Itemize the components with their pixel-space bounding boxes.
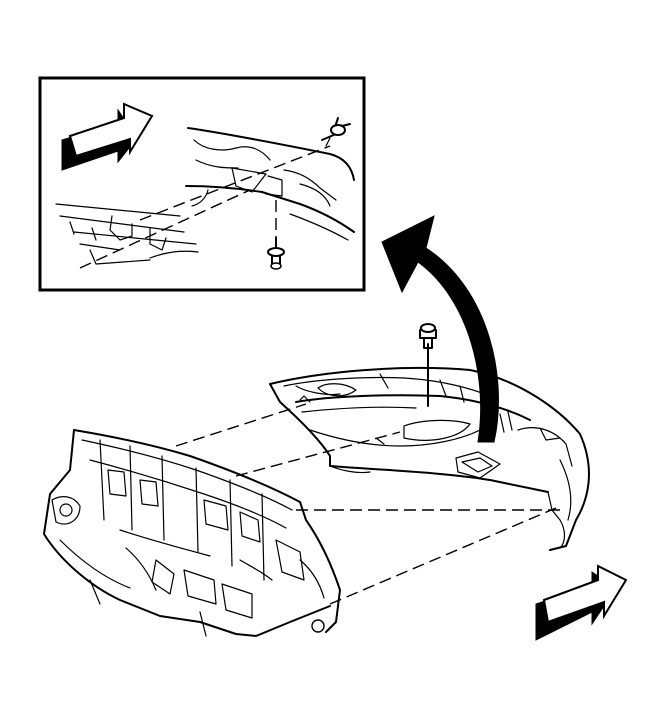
push-pin-retainer-icon [267,237,285,270]
detail-inset-frame [38,76,366,292]
direction-arrow-icon [535,564,628,641]
inset-alignment-line-lower [79,189,251,269]
push-pin-retainer-icon [419,323,437,407]
inset-support-detail [55,203,199,265]
detail-inset [38,76,366,292]
alignment-line-1 [175,403,307,447]
inset-alignment-line-upper [139,145,331,221]
inset-fascia-detail [185,127,355,241]
direction-arrow-icon [61,102,154,171]
push-pin-retainer-icon [321,117,351,147]
vehicle-front-structure [43,429,341,637]
main-view [43,323,628,641]
bumper-fascia [269,366,590,551]
alignment-line-2 [235,431,401,477]
curved-callout-arrow-icon [381,215,499,443]
alignment-line-4 [329,507,557,605]
